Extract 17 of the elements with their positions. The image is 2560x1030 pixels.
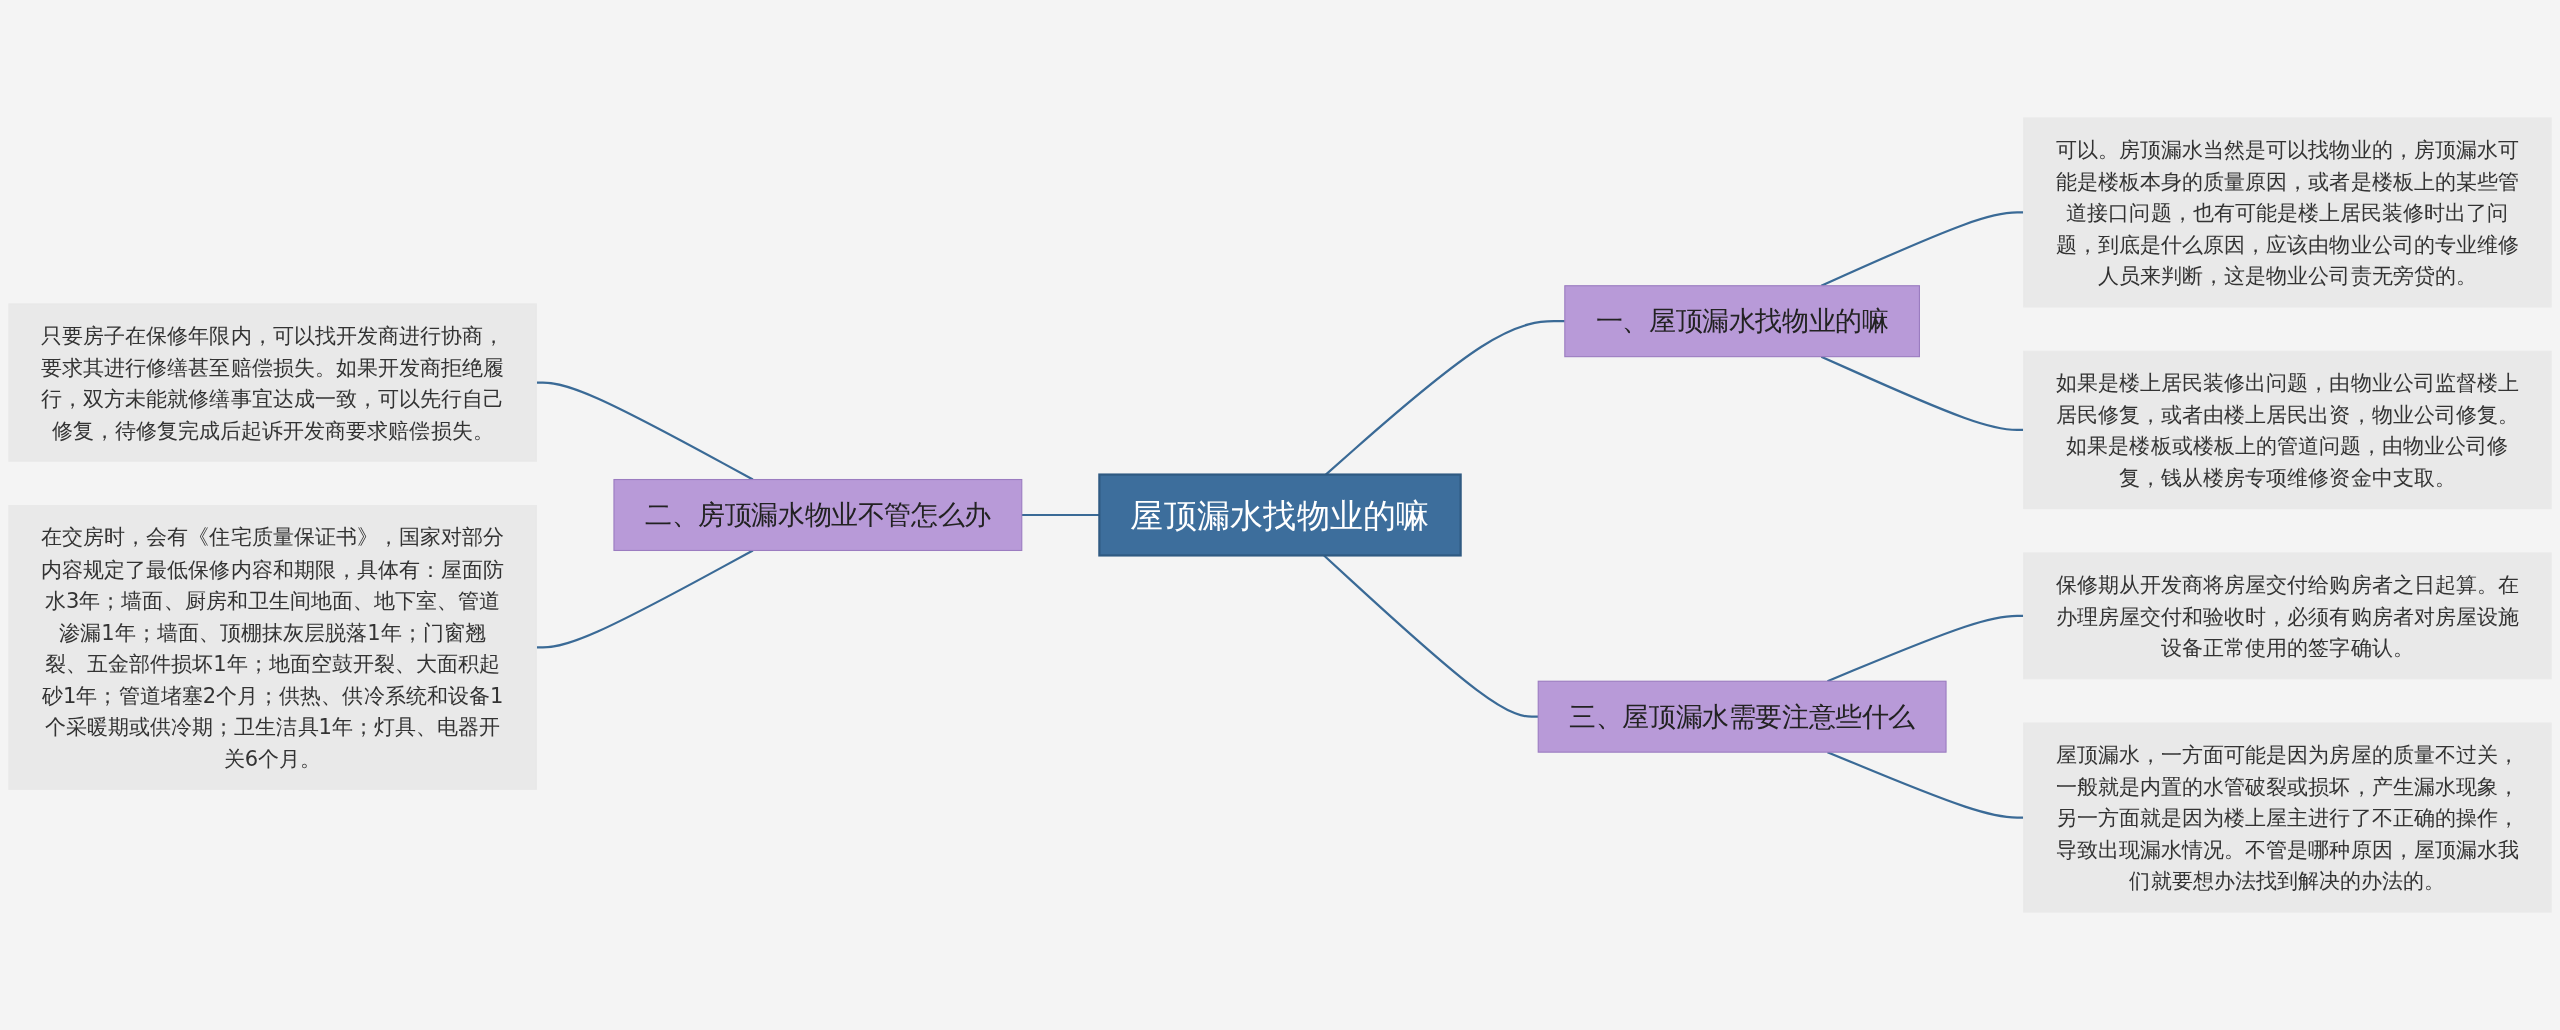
- node-box: 二、房顶漏水物业不管怎么办: [613, 479, 1023, 551]
- node-box: 在交房时，会有《住宅质量保证书》，国家对部分内容规定了最低保修内容和期限，具体有：屋面防水3年；墙面、厨房和卫生间地面、地下室、管道渗漏1年；墙面、顶棚抹灰层脱落1年；门窗翘裂、五金部件损坏1年；地面空鼓开裂、大面积起砂1年；管道堵塞2个月；供热、供冷系统和设备1个采暖期或供冷期；卫生洁具1年；灯具、电器开关6个月。: [8, 505, 537, 790]
- node-box: 一、屋顶漏水找物业的嘛: [1564, 285, 1920, 358]
- node-box: 三、屋顶漏水需要注意些什么: [1537, 680, 1947, 753]
- connector: [536, 381, 754, 481]
- node-box: 保修期从开发商将房屋交付给购房者之日起算。在办理房屋交付和验收时，必须有购房者对房屋设施设备正常使用的签字确认。: [2023, 552, 2552, 680]
- node-box: 只要房子在保修年限内，可以找开发商进行协商，要求其进行修缮甚至赔偿损失。如果开发商拒绝履行，双方未能就修缮事宜达成一致，可以先行自己修复，待修复完成后起诉开发商要求赔偿损失。: [8, 303, 537, 462]
- connector: [1820, 355, 2024, 432]
- connector: [536, 549, 754, 649]
- node-box: 屋顶漏水找物业的嘛: [1098, 473, 1462, 557]
- node-box: 屋顶漏水，一方面可能是因为房屋的质量不过关，一般就是内置的水管破裂或损坏，产生漏水现象，另一方面就是因为楼上屋主进行了不正确的操作，导致出现漏水情况。不管是哪种原因，屋顶漏水我们就要想办法找到解决的办法的。: [2023, 722, 2552, 913]
- connector: [1021, 513, 1100, 517]
- node-box: 可以。房顶漏水当然是可以找物业的，房顶漏水可能是楼板本身的质量原因，或者是楼板上的某些管道接口问题，也有可能是楼上居民装修时出了问题，到底是什么原因，应该由物业公司的专业维修人员来判断，这是物业公司责无旁贷的。: [2023, 117, 2552, 308]
- node-box: 如果是楼上居民装修出问题，由物业公司监督楼上居民修复，或者由楼上居民出资，物业公司修复。如果是楼板或楼板上的管道问题，由物业公司修复，钱从楼房专项维修资金中支取。: [2023, 350, 2552, 510]
- connector: [1820, 211, 2024, 287]
- connector: [1827, 614, 2024, 683]
- connector: [1827, 751, 2024, 819]
